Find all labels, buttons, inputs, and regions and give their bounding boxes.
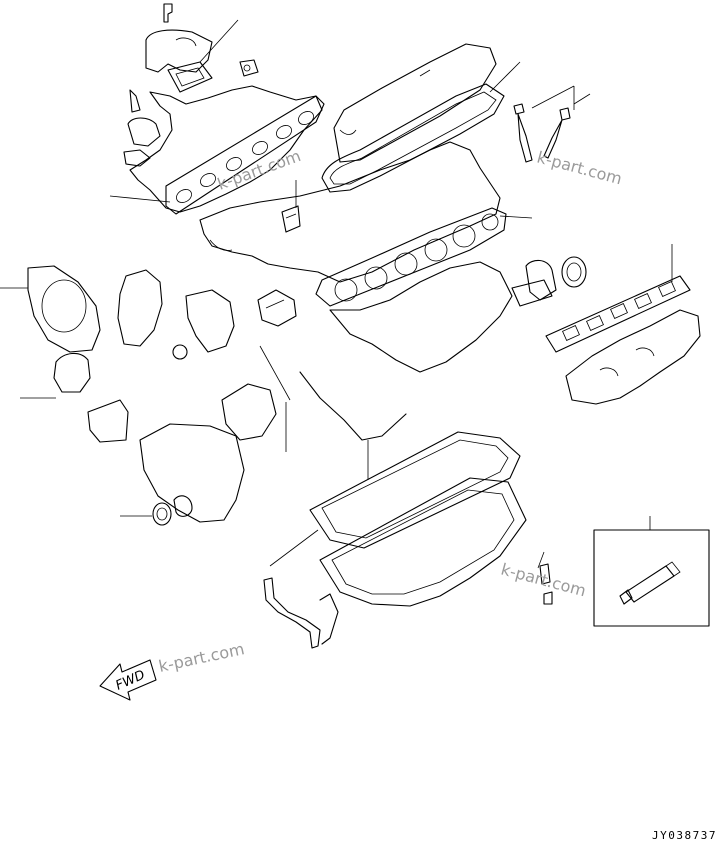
oil-pan-gasket bbox=[309, 431, 521, 549]
air-connector-part bbox=[145, 3, 213, 73]
intake-manifold-gasket bbox=[545, 275, 691, 353]
watermark-group: k-part.com k-part.com k-part.com k-part.… bbox=[157, 146, 624, 676]
crankcase-part bbox=[299, 261, 513, 441]
fwd-arrow-icon: FWD bbox=[99, 659, 157, 701]
exhaust-manifold-gasket bbox=[165, 95, 325, 215]
watermark-2: k-part.com bbox=[535, 148, 624, 189]
watermark-1: k-part.com bbox=[215, 146, 303, 194]
valve-cover-part bbox=[333, 43, 497, 163]
leader-lines bbox=[0, 19, 673, 569]
liquid-gasket-box bbox=[593, 529, 710, 627]
exhaust-manifold-part bbox=[123, 85, 323, 213]
cylinder-head-part bbox=[199, 141, 501, 283]
oil-pipe-part bbox=[263, 577, 339, 649]
flywheel-housing-gasket bbox=[27, 265, 101, 353]
figure-id: JY038737 bbox=[652, 829, 717, 842]
fwd-label: FWD bbox=[114, 668, 148, 694]
intake-manifold-part bbox=[565, 309, 701, 405]
valve-stem-part bbox=[513, 103, 571, 163]
cylinder-head-gasket bbox=[315, 207, 507, 307]
oil-pan-part bbox=[319, 477, 527, 607]
water-pump-gasket bbox=[53, 352, 129, 443]
small-gasket-part bbox=[167, 59, 259, 93]
oil-seal-part bbox=[511, 256, 587, 307]
oil-pan-side-gasket bbox=[139, 423, 245, 526]
timing-cover-gasket bbox=[117, 269, 235, 360]
drain-plug-part bbox=[539, 563, 553, 605]
watermark-4: k-part.com bbox=[157, 639, 246, 676]
valve-cover-gasket bbox=[321, 83, 505, 193]
thermostat-gasket bbox=[221, 289, 297, 441]
